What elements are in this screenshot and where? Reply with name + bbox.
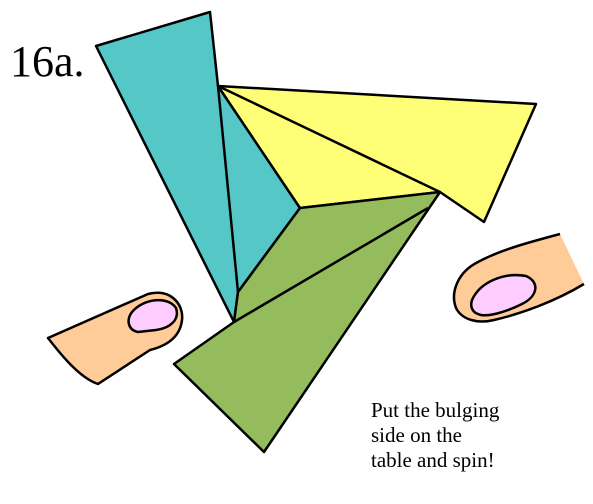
step-label: 16a. [10, 40, 85, 84]
left-finger [48, 293, 182, 384]
caption-line-1: Put the bulging [371, 398, 586, 423]
right-finger [454, 234, 584, 322]
paper-spinner [96, 12, 536, 452]
caption-line-3: table and spin! [371, 448, 586, 473]
caption-line-2: side on the [371, 423, 586, 448]
instruction-caption: Put the bulging side on the table and sp… [371, 398, 586, 473]
